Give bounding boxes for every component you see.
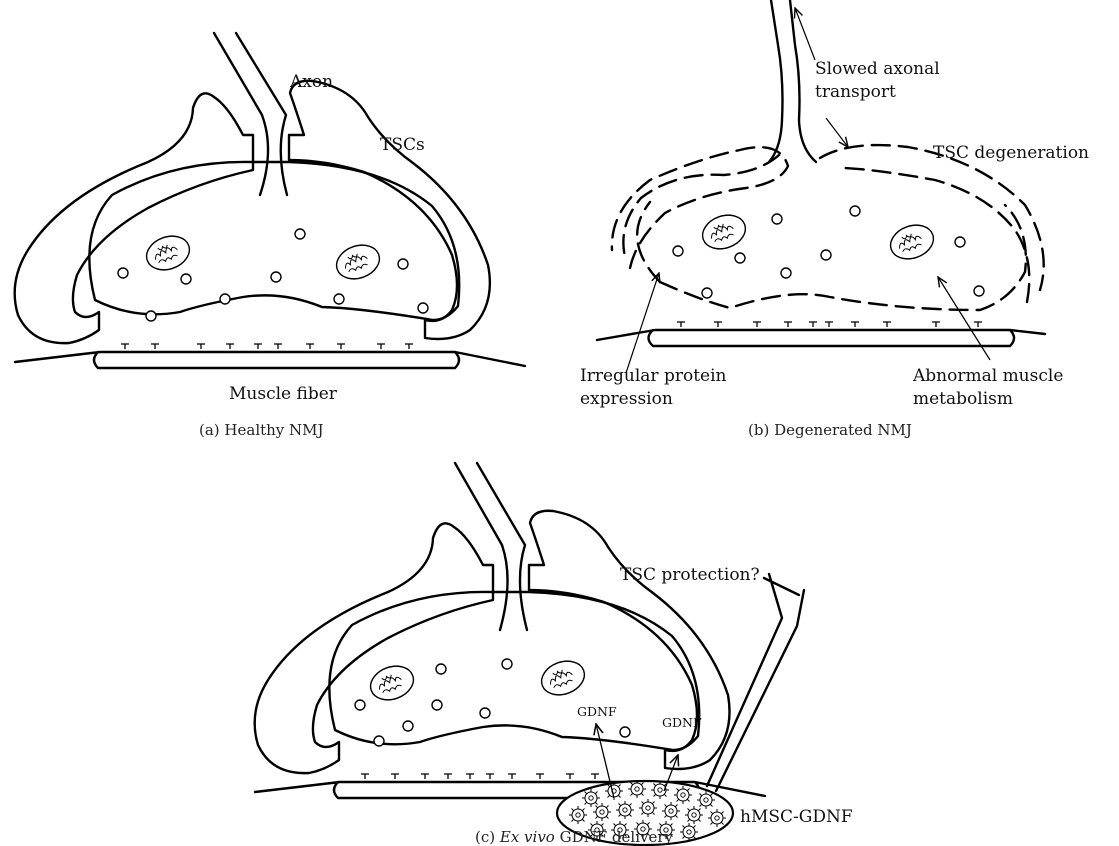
tsc-left: [15, 93, 253, 343]
caption-c: (c) Ex vivo GDNF delivery: [475, 828, 674, 846]
gdnf-label-2: GDNF: [662, 715, 702, 730]
tscs-label: TSCs: [380, 135, 425, 155]
caption-b: (b) Degenerated NMJ: [748, 421, 912, 439]
abnormal-label-2: metabolism: [913, 389, 1013, 409]
transport-arrow-up: [795, 8, 815, 60]
irregular-label-2: expression: [580, 389, 673, 409]
axon: [455, 463, 527, 630]
panel-b-degenerated-nmj: Slowed axonal transport TSC degeneration…: [580, 0, 1089, 439]
gdnf-label-1: GDNF: [577, 704, 617, 719]
abnormal-label-1: Abnormal muscle: [912, 366, 1063, 386]
injection-needle: [707, 574, 804, 791]
mitochondrion: [142, 230, 194, 275]
tsc-protection-label: TSC protection?: [620, 565, 760, 585]
panel-c-gdnf-delivery: GDNF GDNF TSC protection? hMSC-GDNF (c) …: [255, 463, 853, 846]
tsc-left: [255, 523, 493, 773]
hmsc-gdnf-label: hMSC-GDNF: [740, 807, 853, 827]
nerve-terminal: [89, 162, 459, 320]
muscle-fiber: [597, 330, 1045, 346]
receptor-row: [677, 322, 982, 327]
transport-arrow-down: [826, 118, 848, 147]
mitochondrion: [366, 660, 418, 705]
muscle-fiber-label: Muscle fiber: [229, 384, 338, 404]
mitochondrion: [886, 219, 938, 264]
panel-a-healthy-nmj: Axon TSCs Muscle fiber (a) Healthy NMJ: [15, 33, 525, 439]
tsc-right-degenerating: [820, 145, 1044, 302]
axon-label: Axon: [289, 72, 333, 92]
tsc-degeneration-label: TSC degeneration: [933, 143, 1089, 163]
irregular-arrow: [626, 273, 659, 373]
transport-label-1: Slowed axonal: [815, 59, 940, 79]
mitochondrion: [537, 655, 589, 700]
receptor-row: [121, 344, 413, 349]
receptor-row: [361, 774, 599, 779]
muscle-fiber: [15, 352, 525, 368]
irregular-label-1: Irregular protein: [580, 366, 727, 386]
mitochondrion: [698, 209, 750, 254]
axon: [769, 0, 816, 162]
caption-a: (a) Healthy NMJ: [199, 421, 324, 439]
mitochondrion: [332, 239, 384, 284]
transport-label-2: transport: [815, 82, 896, 102]
